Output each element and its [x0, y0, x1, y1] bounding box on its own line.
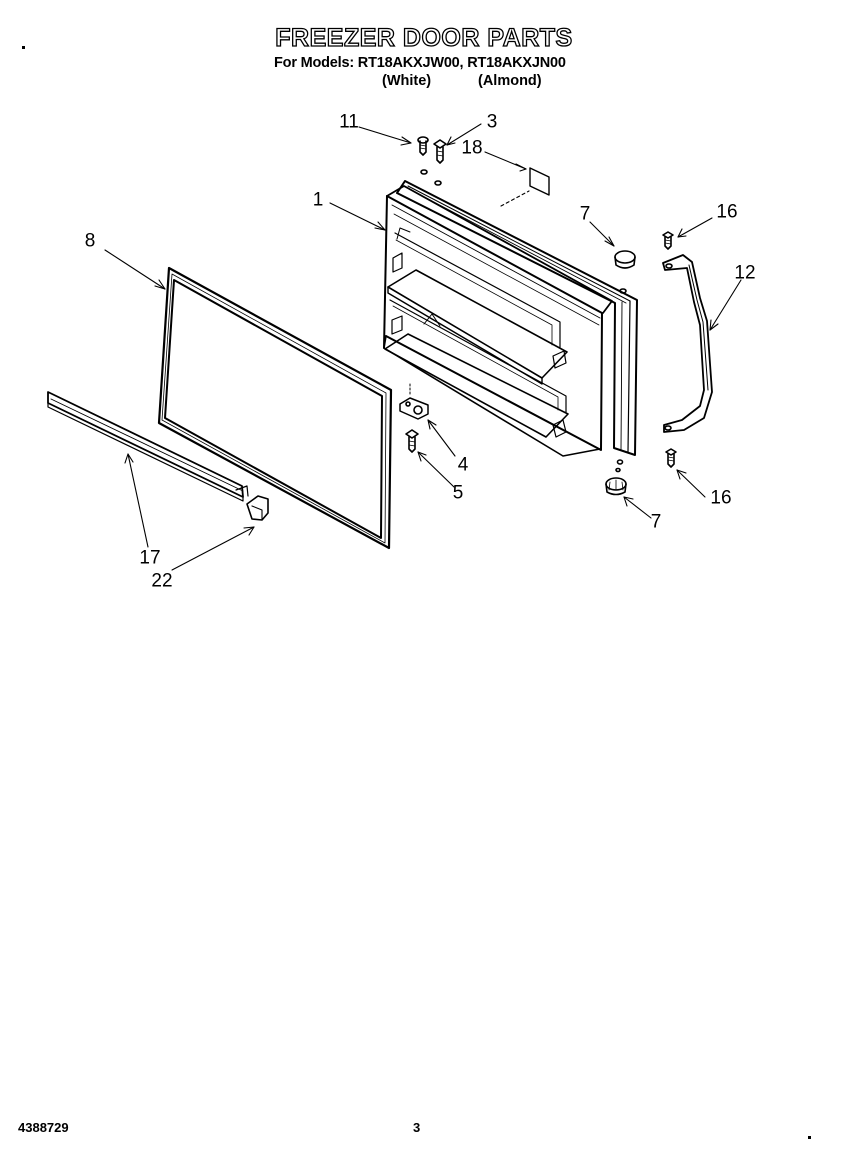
callout-7-bottom: 7: [650, 511, 662, 533]
scan-mark: [22, 46, 25, 49]
top-screws: [417, 136, 447, 186]
door-handle: [662, 254, 713, 433]
callout-11: 11: [339, 111, 359, 133]
page-number: 3: [413, 1120, 421, 1135]
plug-button-top: [614, 250, 636, 294]
hinge-bracket: [399, 383, 429, 420]
variant-white-label: (White): [382, 73, 432, 89]
callout-18: 18: [461, 137, 483, 159]
callout-1: 1: [312, 189, 324, 211]
callout-16-top: 16: [716, 201, 738, 223]
variant-almond-label: (Almond): [478, 73, 542, 89]
plug-button-bottom: [605, 459, 627, 496]
callout-5: 5: [452, 482, 464, 504]
callout-16-bottom: 16: [710, 487, 732, 509]
callout-12: 12: [734, 262, 756, 284]
callout-3: 3: [486, 111, 498, 133]
hinge-screw: [405, 429, 419, 453]
document-number: 4388729: [18, 1120, 69, 1135]
callout-8: 8: [84, 230, 96, 252]
scan-mark: [808, 1136, 811, 1139]
callout-4: 4: [457, 454, 469, 476]
callout-22: 22: [151, 570, 173, 592]
model-numbers: For Models: RT18AKXJW00, RT18AKXJN00: [274, 55, 566, 71]
handle-screw-bottom: [665, 448, 677, 468]
door-trim-strip: [47, 391, 249, 502]
callout-7-top: 7: [579, 203, 591, 225]
door-label: [529, 167, 550, 196]
callout-17: 17: [139, 547, 161, 569]
handle-screw-top: [662, 231, 674, 250]
door-liner: [383, 180, 638, 457]
page-title: FREEZER DOOR PARTS: [275, 23, 573, 52]
door-gasket: [157, 266, 393, 550]
trim-end-cap: [246, 495, 269, 521]
leader-lines: [104, 123, 742, 571]
